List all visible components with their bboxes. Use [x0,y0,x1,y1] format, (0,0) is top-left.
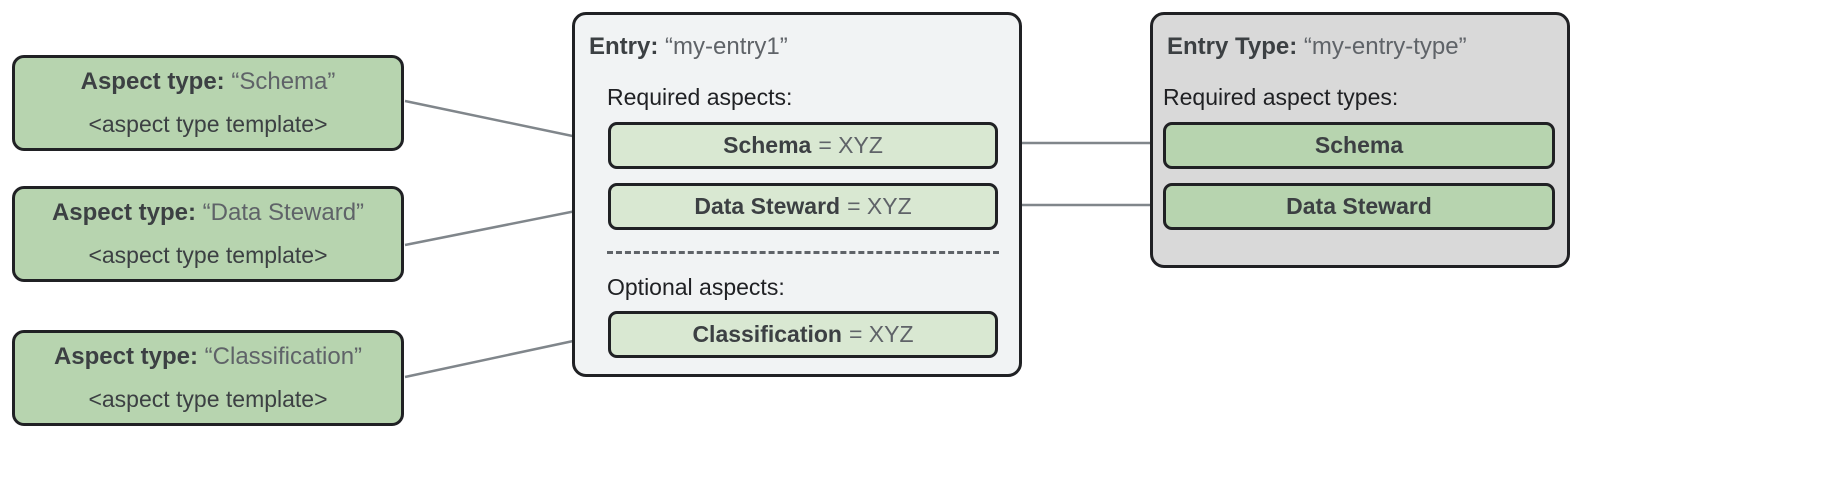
aspect-type-value: “Data Steward” [202,199,365,226]
entry-aspect-schema: Schema = XYZ [608,122,998,169]
aspect-type-card-schema: Aspect type: “Schema” <aspect type templ… [12,55,404,151]
aspect-type-template: <aspect type template> [88,242,328,268]
aspect-type-card-title: Aspect type: “Data Steward” [52,198,364,228]
aspect-type-template: <aspect type template> [88,386,328,412]
required-optional-divider [607,251,999,254]
aspect-type-card-data-steward: Aspect type: “Data Steward” <aspect type… [12,186,404,282]
aspect-type-value: “Schema” [231,68,336,95]
entry-type-value: “my-entry-type” [1303,33,1467,60]
entry-type-aspect-data-steward: Data Steward [1163,183,1555,230]
aspect-type-template: <aspect type template> [88,111,328,137]
required-aspects-label: Required aspects: [607,84,793,110]
aspect-type-card-title: Aspect type: “Schema” [81,67,336,97]
entry-panel-title: Entry: “my-entry1” [589,32,788,62]
entry-type-panel: Entry Type: “my-entry-type” Required asp… [1150,12,1570,268]
entry-type-panel-title: Entry Type: “my-entry-type” [1167,32,1467,62]
aspect-type-card-classification: Aspect type: “Classification” <aspect ty… [12,330,404,426]
aspect-type-label: Aspect type: [53,343,198,370]
optional-aspects-label: Optional aspects: [607,274,785,300]
entry-aspect-name: Data Steward [694,193,841,219]
aspect-type-label: Aspect type: [51,199,196,226]
aspect-type-value: “Classification” [204,343,363,370]
entry-aspect-value: = XYZ [818,132,883,158]
entry-aspect-value: = XYZ [847,193,912,219]
entry-aspect-name: Classification [692,321,842,347]
entry-aspect-classification: Classification = XYZ [608,311,998,358]
entry-value: “my-entry1” [665,33,788,60]
aspect-type-label: Aspect type: [80,68,225,95]
entry-aspect-name: Schema [723,132,812,158]
aspect-type-card-title: Aspect type: “Classification” [54,342,362,372]
entry-label: Entry: [589,33,659,60]
entry-panel: Entry: “my-entry1” Required aspects: Sch… [572,12,1022,377]
entry-aspect-data-steward: Data Steward = XYZ [608,183,998,230]
required-aspect-types-label: Required aspect types: [1163,84,1399,110]
entry-aspect-value: = XYZ [848,321,914,347]
entry-type-label: Entry Type: [1167,33,1298,60]
entry-type-aspect-schema: Schema [1163,122,1555,169]
